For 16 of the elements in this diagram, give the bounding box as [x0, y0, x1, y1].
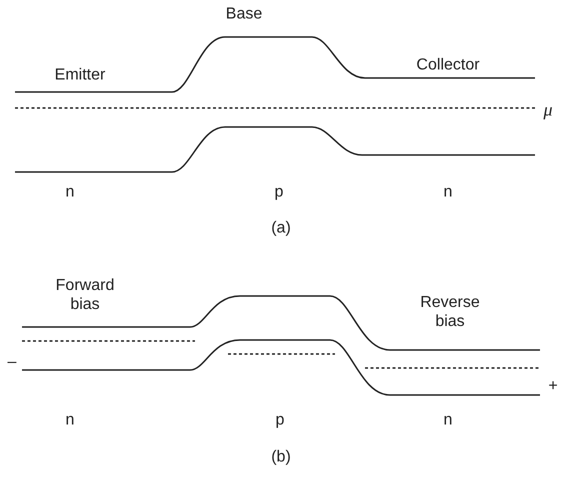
polarity-sign: –: [8, 352, 16, 372]
doping-label: n: [66, 410, 74, 430]
doping-label: n: [66, 182, 74, 202]
doping-label: p: [276, 410, 284, 430]
region-label: Emitter: [54, 66, 106, 84]
polarity-sign: +: [548, 376, 558, 396]
region-label: Base: [226, 4, 262, 24]
bias-label: Reverse bias: [419, 293, 481, 331]
panel-label: (b): [271, 448, 291, 466]
doping-label: n: [444, 182, 452, 202]
panel-label: (a): [271, 218, 291, 238]
symbol-label: μ: [543, 100, 553, 120]
bias-label: Forward bias: [54, 276, 116, 314]
region-label: Collector: [416, 56, 480, 74]
doping-label: n: [444, 410, 452, 430]
doping-label: p: [274, 182, 284, 202]
